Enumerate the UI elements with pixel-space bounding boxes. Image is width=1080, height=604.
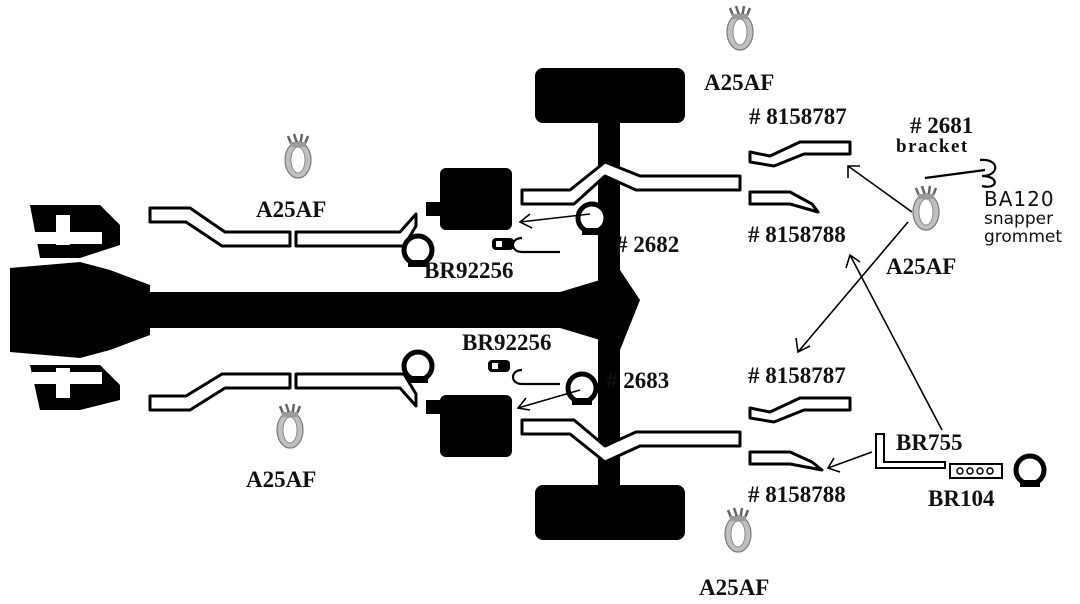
bracket-br104	[949, 463, 1003, 479]
pointer-arrows	[516, 165, 943, 473]
ring-clamp-lower-left	[404, 352, 432, 383]
label-ba120: BA120	[984, 187, 1055, 211]
label-a25af-bottom: A25AF	[699, 575, 769, 600]
label-grommet: grommet	[984, 227, 1062, 247]
tailpipe-lower	[520, 418, 742, 464]
a25af-clamp-icon-left-upper	[283, 132, 313, 180]
ring-clamp-2682	[578, 204, 606, 235]
front-pipe-lower	[148, 372, 418, 412]
label-2683: # 2683	[606, 368, 669, 393]
driveshaft	[140, 270, 640, 350]
label-bracket: bracket	[896, 136, 969, 157]
label-br755: BR755	[896, 430, 962, 455]
label-8158787-bottom: # 8158787	[748, 363, 846, 388]
hanger-br92256-upper	[492, 238, 514, 250]
label-2682: # 2682	[616, 232, 679, 257]
tailpipe-upper	[520, 160, 742, 206]
muffler-lower	[426, 395, 512, 457]
label-8158787-top: # 8158787	[749, 104, 847, 129]
bracket-br755	[875, 433, 946, 469]
label-a25af-left-upper: A25AF	[256, 197, 326, 222]
part-8158787-top	[748, 140, 852, 168]
label-a25af-left-lower: A25AF	[246, 467, 316, 492]
label-br92256-upper: BR92256	[424, 258, 513, 283]
label-2681: # 2681	[910, 113, 973, 138]
hanger-pipe-lower	[511, 368, 560, 386]
label-8158788-top: # 8158788	[748, 222, 846, 247]
label-br104: BR104	[928, 486, 995, 511]
ring-clamp-2683	[568, 374, 596, 405]
a25af-clamp-icon-left-lower	[275, 402, 305, 450]
label-a25af-right: A25AF	[886, 254, 956, 279]
a25af-clamp-icon-right	[911, 184, 941, 232]
label-br92256-lower: BR92256	[462, 330, 551, 355]
hanger-br92256-lower	[488, 360, 510, 372]
ring-clamp-br104	[1016, 456, 1044, 487]
label-a25af-top: A25AF	[704, 70, 774, 95]
hanger-pipe-upper	[511, 236, 560, 254]
a25af-clamp-icon-bottom	[723, 506, 753, 554]
part-8158788-top	[748, 190, 820, 214]
a25af-clamp-icon-top	[725, 4, 755, 52]
engine-block	[10, 205, 150, 410]
part-8158787-bottom	[748, 396, 852, 424]
muffler-upper	[426, 168, 512, 230]
front-pipe-upper	[148, 206, 418, 248]
part-8158788-bottom	[748, 450, 824, 472]
label-snapper: snapper	[984, 209, 1053, 229]
label-8158788-bottom: # 8158788	[748, 482, 846, 507]
bracket-2681	[924, 158, 997, 188]
